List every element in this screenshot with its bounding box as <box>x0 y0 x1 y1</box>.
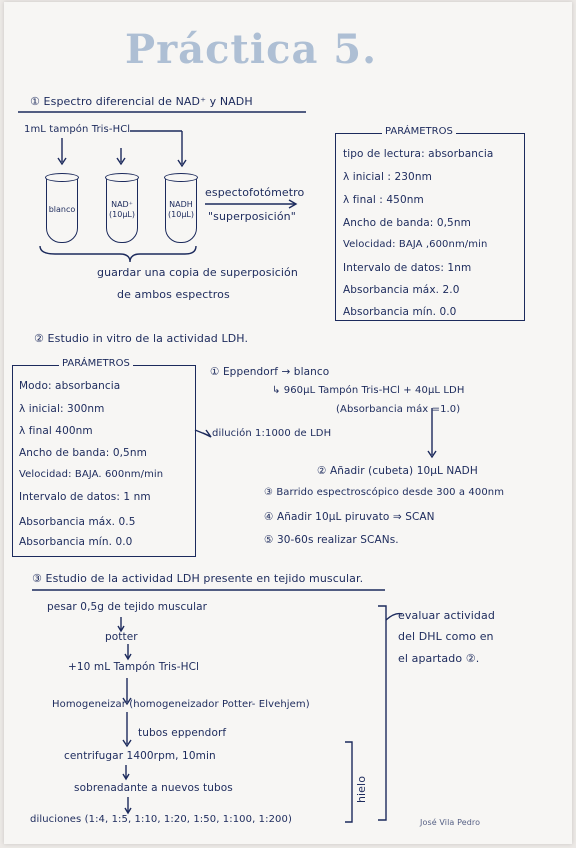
param-item: tipo de lectura: absorbancia <box>343 148 494 160</box>
tube-label: NADH (10µL) <box>168 200 194 219</box>
side-note-line: el apartado ②. <box>398 652 480 665</box>
step-item: tubos eppendorf <box>138 727 227 739</box>
page-title: Práctica 5. <box>125 26 378 73</box>
signature: José Vila Pedro <box>420 818 481 827</box>
param-item: Absorbancia máx. 0.5 <box>19 516 136 528</box>
tube-label: NAD⁺ (10µL) <box>109 200 135 219</box>
tube-blank: blanco <box>45 173 79 243</box>
section3-heading: ③ Estudio de la actividad LDH presente e… <box>32 572 364 585</box>
step-item: +10 mL Tampón Tris-HCl <box>68 661 200 673</box>
step-item: ⑤ 30-60s realizar SCANs. <box>264 534 399 546</box>
param-item: Velocidad: BAJA ,600nm/min <box>343 239 488 250</box>
param-item: Modo: absorbancia <box>19 380 121 392</box>
param-item: Intervalo de datos: 1 nm <box>19 491 151 503</box>
param-item: λ final 400nm <box>19 425 93 437</box>
step-item: pesar 0,5g de tejido muscular <box>47 601 208 613</box>
superposition-label: "superposición" <box>208 210 296 223</box>
param-item: Ancho de banda: 0,5nm <box>343 217 471 229</box>
param-item: Ancho de banda: 0,5nm <box>19 447 147 459</box>
section2-heading: ② Estudio in vitro de la actividad LDH. <box>34 332 249 345</box>
tube-nad: NAD⁺ (10µL) <box>105 173 139 243</box>
step-item: ↳ 960µL Tampón Tris-HCl + 40µL LDH <box>272 385 465 396</box>
params-title: PARÁMETROS <box>382 126 456 137</box>
dilution-note: dilución 1:1000 de LDH <box>212 428 332 439</box>
tube-label: blanco <box>48 205 76 214</box>
param-item: Absorbancia mín. 0.0 <box>19 536 133 548</box>
step-item: ③ Barrido espectroscópico desde 300 a 40… <box>264 487 505 498</box>
param-item: Intervalo de datos: 1nm <box>343 262 472 274</box>
param-item: λ inicial : 230nm <box>343 171 432 183</box>
notebook-page <box>4 2 572 844</box>
step-item: Homogeneizar (homogeneizador Potter- Elv… <box>52 699 310 710</box>
param-item: λ final : 450nm <box>343 194 424 206</box>
tube-nadh: NADH (10µL) <box>164 173 198 243</box>
step-item: centrifugar 1400rpm, 10min <box>64 750 216 762</box>
note-line-2: de ambos espectros <box>117 288 230 301</box>
step-item: ① Eppendorf → blanco <box>210 366 330 378</box>
side-note-line: del DHL como en <box>398 630 494 643</box>
ice-label: hielo <box>355 775 369 804</box>
step-item: ② Añadir (cubeta) 10µL NADH <box>317 465 478 477</box>
step-item: diluciones (1:4, 1:5, 1:10, 1:20, 1:50, … <box>30 814 292 825</box>
params-title: PARÁMETROS <box>59 358 133 369</box>
step-item: sobrenadante a nuevos tubos <box>74 782 233 794</box>
param-item: Velocidad: BAJA. 600nm/min <box>19 469 164 480</box>
step-item: (Absorbancia máx =1.0) <box>336 404 461 415</box>
params-box-2: PARÁMETROS Modo: absorbancia λ inicial: … <box>12 358 196 557</box>
step-item: ④ Añadir 10µL piruvato ⇒ SCAN <box>264 511 435 523</box>
spectrophotometer-label: espectofotómetro <box>205 186 305 199</box>
buffer-label: 1mL tampón Tris-HCl <box>24 124 131 135</box>
param-item: Absorbancia máx. 2.0 <box>343 284 460 296</box>
step-item: potter <box>105 631 138 643</box>
note-line-1: guardar una copia de superposición <box>97 266 298 279</box>
param-item: λ inicial: 300nm <box>19 403 105 415</box>
side-note-line: evaluar actividad <box>398 609 495 622</box>
section1-heading: ① Espectro diferencial de NAD⁺ y NADH <box>30 95 253 108</box>
params-box-1: PARÁMETROS tipo de lectura: absorbancia … <box>335 126 525 321</box>
param-item: Absorbancia mín. 0.0 <box>343 306 457 318</box>
